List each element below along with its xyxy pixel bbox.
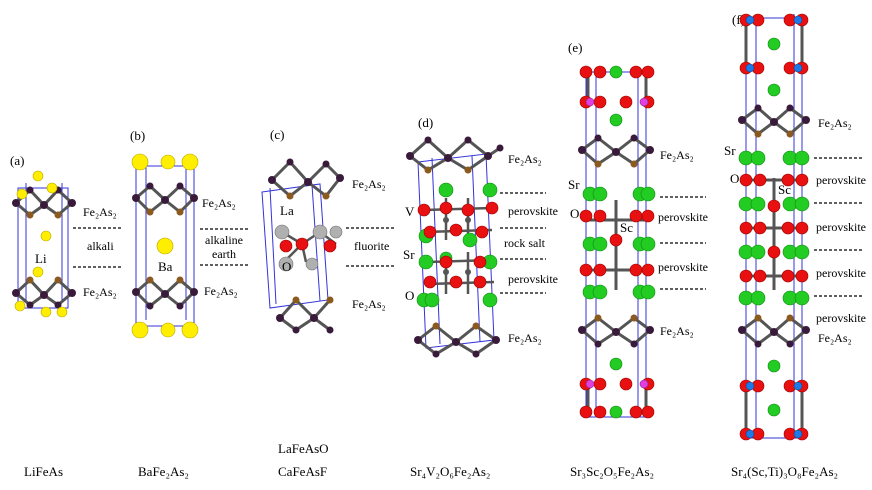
- layer-label: alkaline: [205, 233, 243, 247]
- panel-label: (a): [10, 153, 24, 168]
- compound-name: LaFeAsO: [278, 441, 329, 456]
- layer-label: perovskite: [658, 260, 708, 274]
- panel-a: (a): [10, 153, 122, 479]
- atom-label-li: Li: [35, 251, 47, 266]
- compound-name: Sr₄V₂O₆Fe₂As₂: [410, 464, 490, 479]
- layer-label: Fe₂As₂: [818, 331, 852, 345]
- atom-label-sr: Sr: [403, 247, 415, 262]
- atom-label-o: O: [282, 259, 291, 274]
- panel-label: (e): [568, 40, 582, 55]
- crystal-structure-a: [12, 170, 76, 318]
- layer-label: perovskite: [816, 266, 866, 280]
- layer-label: perovskite: [508, 272, 558, 286]
- layer-label: Fe₂As₂: [352, 177, 386, 191]
- panel-label: (c): [270, 127, 284, 142]
- atom-label-sc: Sc: [778, 182, 791, 197]
- crystal-structure-d: [406, 136, 504, 358]
- panel-e: (e): [568, 40, 708, 479]
- layer-label: alkali: [87, 239, 114, 253]
- crystal-structure-e: [578, 65, 656, 419]
- atom-label-v: V: [405, 204, 415, 219]
- atom-label-sc: Sc: [620, 220, 633, 235]
- layer-label: earth: [212, 247, 236, 261]
- layer-label: perovskite: [816, 173, 866, 187]
- layer-label: Fe₂As₂: [508, 152, 542, 166]
- panel-d: (d): [403, 115, 558, 479]
- layer-label: Fe₂As₂: [508, 331, 542, 345]
- layer-label: Fe₂As₂: [83, 285, 117, 299]
- panel-label: (d): [418, 115, 433, 130]
- atom-label-sr: Sr: [724, 143, 736, 158]
- crystal-structure-f: [738, 13, 810, 441]
- layer-label: Fe₂As₂: [202, 196, 236, 210]
- layer-label: Fe₂As₂: [660, 148, 694, 162]
- atom-label-la: La: [280, 203, 294, 218]
- layer-label: Fe₂As₂: [204, 284, 238, 298]
- compound-name: BaFe₂As₂: [138, 464, 189, 479]
- atom-label-o: O: [570, 206, 579, 221]
- panel-c: (c): [261, 127, 394, 479]
- compound-name: Sr₃Sc₂O₅Fe₂As₂: [570, 464, 654, 479]
- layer-label: Fe₂As₂: [352, 297, 386, 311]
- panel-f: (f): [724, 12, 866, 479]
- compound-name: LiFeAs: [24, 464, 63, 479]
- layer-label: fluorite: [354, 239, 389, 253]
- compound-name: CaFeAsF: [278, 464, 327, 479]
- atom-label-o: O: [405, 288, 414, 303]
- compound-name: Sr₄(Sc,Ti)₃O₈Fe₂As₂: [731, 464, 838, 479]
- layer-label: Fe₂As₂: [660, 324, 694, 338]
- layer-label: perovskite: [508, 204, 558, 218]
- layer-label: perovskite: [658, 210, 708, 224]
- atom-label-o: O: [730, 171, 739, 186]
- layer-label: perovskite: [816, 220, 866, 234]
- layer-label: Fe₂As₂: [83, 205, 117, 219]
- layer-label: perovskite: [816, 311, 866, 325]
- panel-label: (b): [130, 128, 145, 143]
- layer-label: Fe₂As₂: [818, 116, 852, 130]
- panel-b: (b): [130, 128, 248, 479]
- layer-label: rock salt: [504, 236, 546, 250]
- atom-label-sr: Sr: [568, 177, 580, 192]
- atom-label-ba: Ba: [158, 259, 173, 274]
- crystal-structure-b: [131, 153, 199, 339]
- crystal-structure-c: [261, 158, 344, 334]
